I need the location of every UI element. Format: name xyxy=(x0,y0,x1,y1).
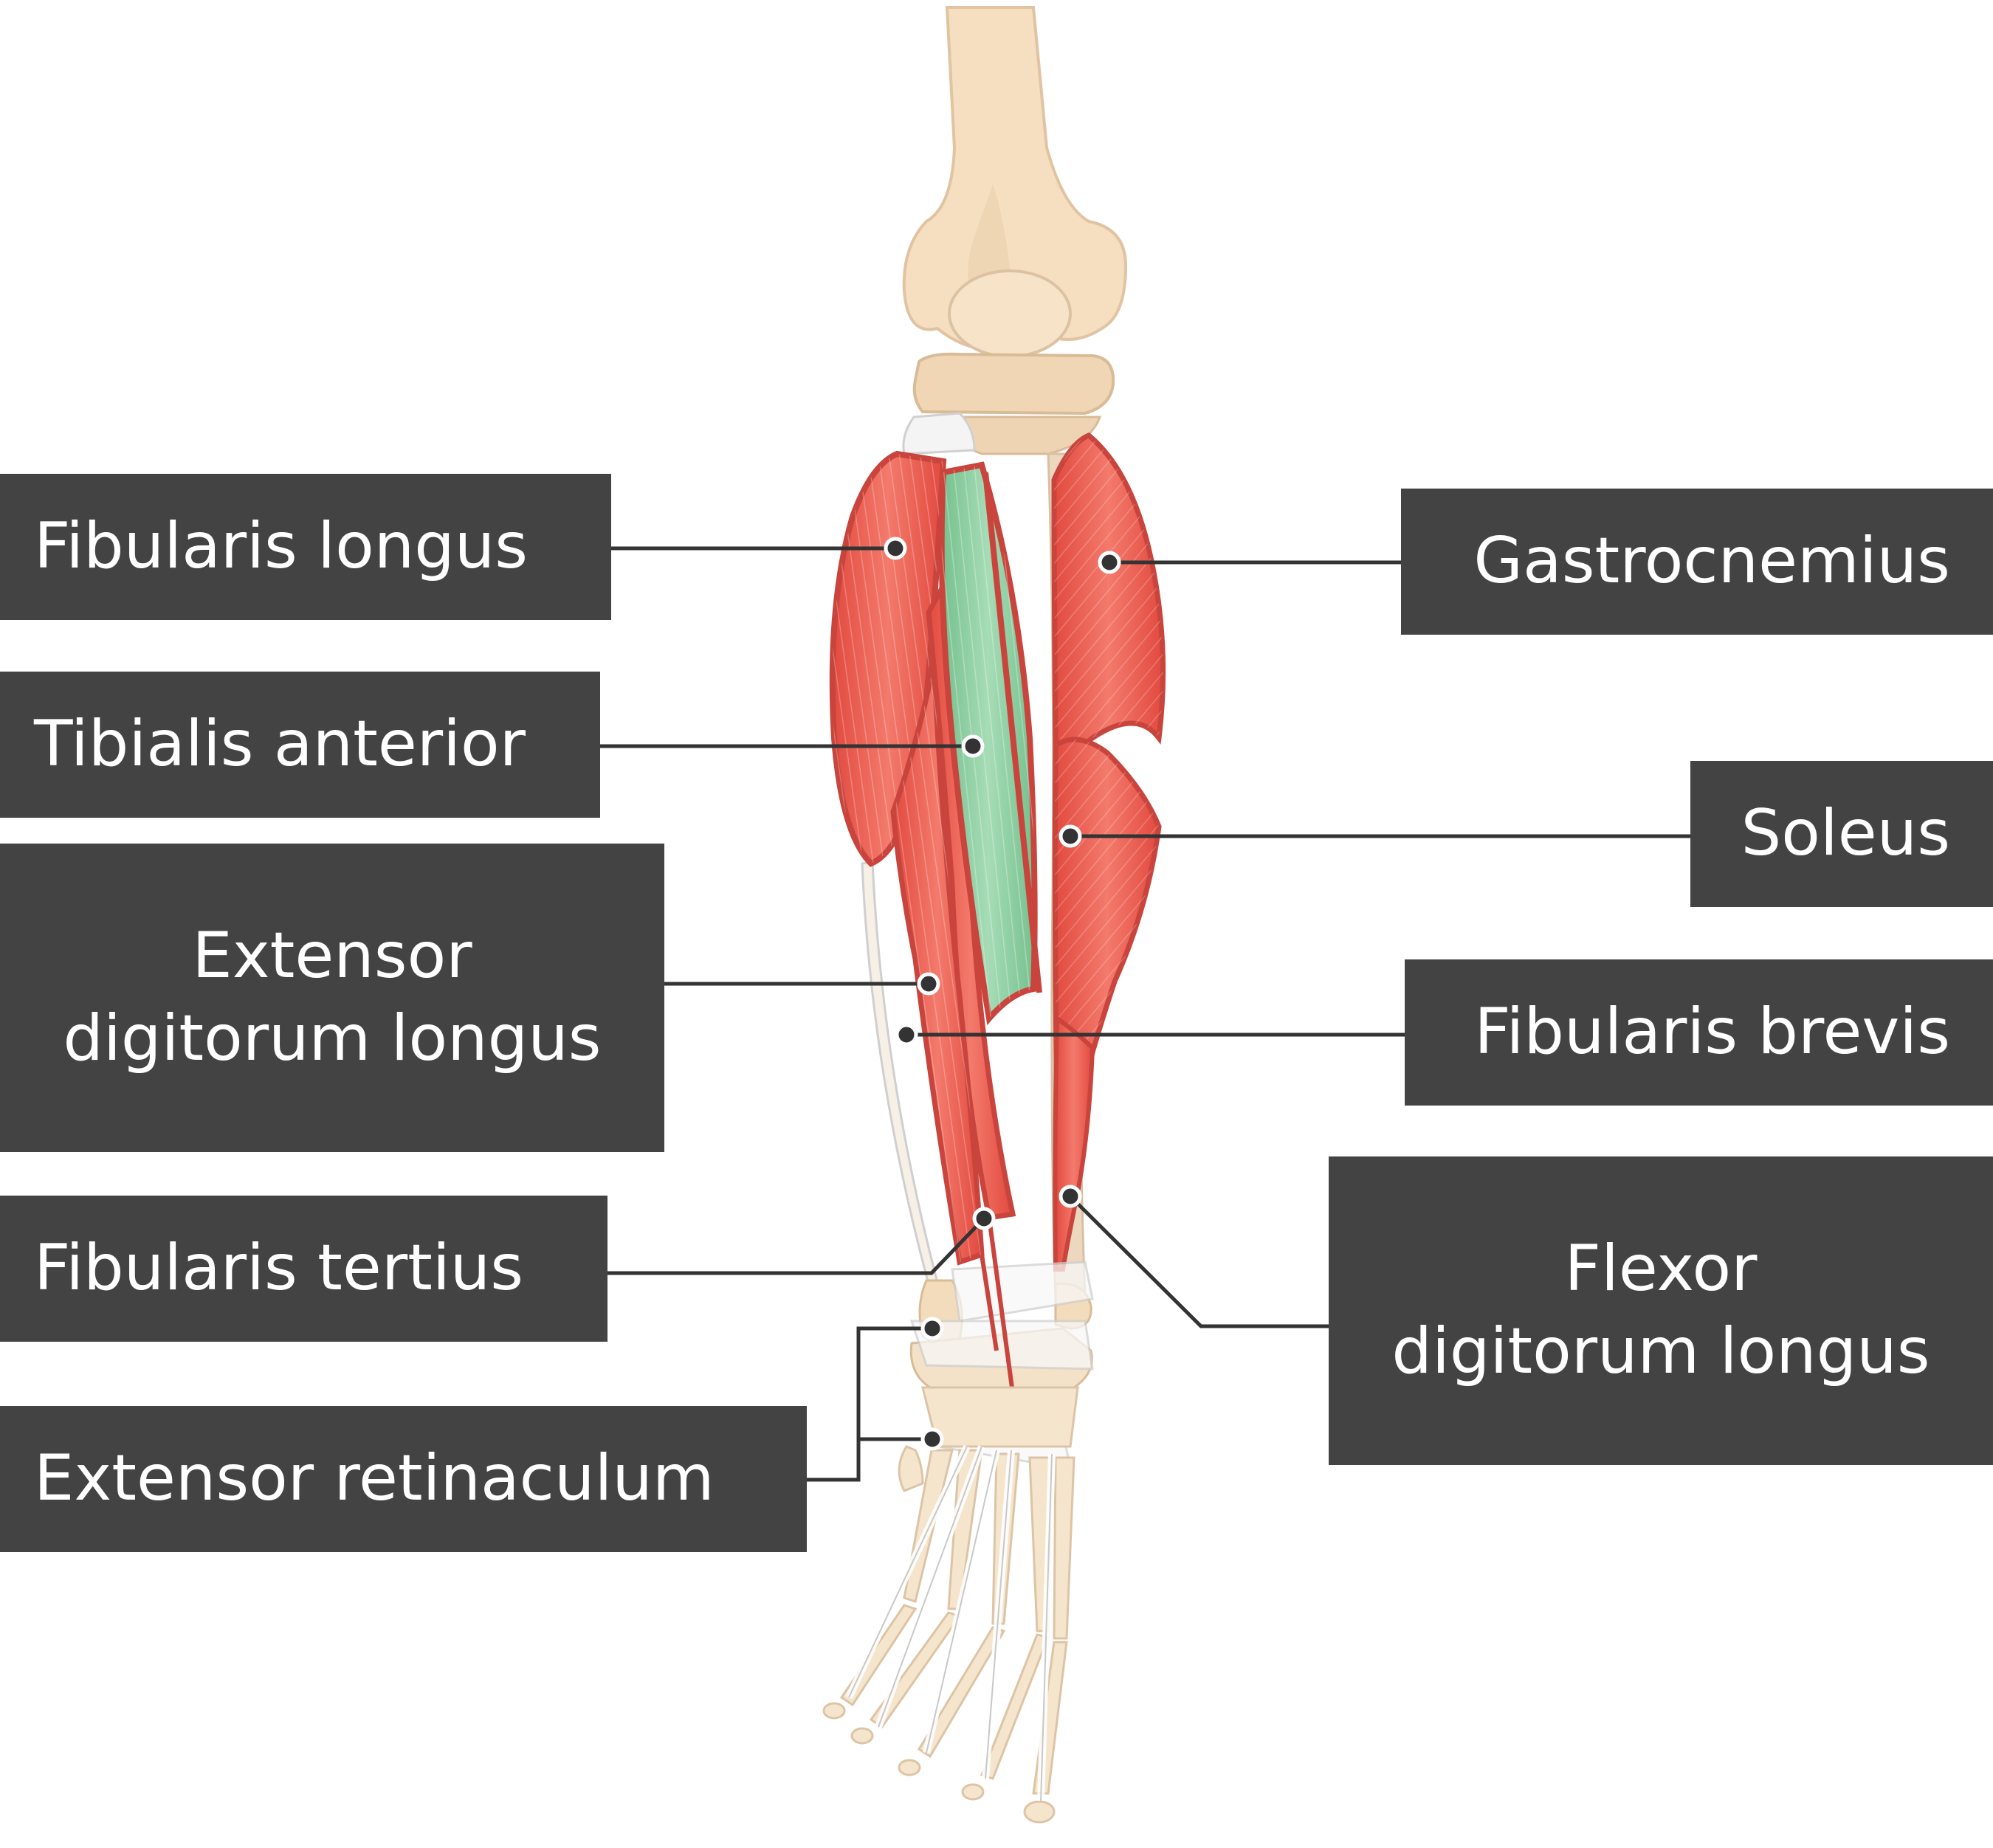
label-fibularis-longus: Fibularis longus xyxy=(0,474,611,620)
label-tibialis-anterior-text: Tibialis anterior xyxy=(34,707,526,782)
label-extensor-digitorum-longus-text: Extensor digitorum longus xyxy=(63,919,602,1075)
label-extensor-digitorum-longus: Extensor digitorum longus xyxy=(0,844,664,1152)
leader-fibularis-tertius xyxy=(607,1217,985,1275)
tendons xyxy=(980,1217,1017,1410)
dot-fibularis-tertius xyxy=(972,1207,996,1230)
label-fibularis-longus-text: Fibularis longus xyxy=(34,509,529,584)
dot-extensor-digitorum-longus xyxy=(917,972,940,996)
leader-flexor-digitorum-longus xyxy=(1069,1195,1329,1328)
patella xyxy=(948,269,1072,358)
label-fibularis-tertius-text: Fibularis tertius xyxy=(34,1231,524,1306)
dot-fibularis-longus xyxy=(884,537,907,560)
dot-soleus xyxy=(1059,824,1082,848)
label-soleus: Soleus xyxy=(1690,761,1993,907)
dot-extensor-retinaculum-2 xyxy=(920,1427,944,1451)
label-extensor-retinaculum-text: Extensor retinaculum xyxy=(34,1441,715,1516)
label-extensor-retinaculum: Extensor retinaculum xyxy=(0,1406,807,1552)
dot-fibularis-brevis-left xyxy=(895,1023,918,1047)
dot-tibialis-anterior xyxy=(961,734,985,758)
leader-lines xyxy=(600,546,1690,1482)
label-fibularis-brevis-text: Fibularis brevis xyxy=(1474,995,1950,1069)
label-gastrocnemius-text: Gastrocnemius xyxy=(1473,524,1950,599)
dot-gastrocnemius xyxy=(1098,551,1121,574)
dot-extensor-retinaculum-1 xyxy=(920,1317,944,1340)
label-flexor-digitorum-longus: Flexor digitorum longus xyxy=(1329,1156,1993,1465)
flexor-digitorum-longus-muscle xyxy=(1053,1014,1095,1272)
dot-flexor-digitorum-longus xyxy=(1059,1185,1082,1208)
label-soleus-text: Soleus xyxy=(1741,796,1950,871)
label-tibialis-anterior: Tibialis anterior xyxy=(0,672,600,818)
label-flexor-digitorum-longus-text: Flexor digitorum longus xyxy=(1391,1232,1930,1388)
fibularis-tendon-cap xyxy=(902,412,976,455)
label-fibularis-brevis: Fibularis brevis xyxy=(1405,959,1993,1106)
leader-extensor-retinaculum xyxy=(807,1326,932,1482)
label-gastrocnemius: Gastrocnemius xyxy=(1401,489,1993,635)
pointer-dots xyxy=(884,537,1121,1451)
label-fibularis-tertius: Fibularis tertius xyxy=(0,1196,607,1342)
